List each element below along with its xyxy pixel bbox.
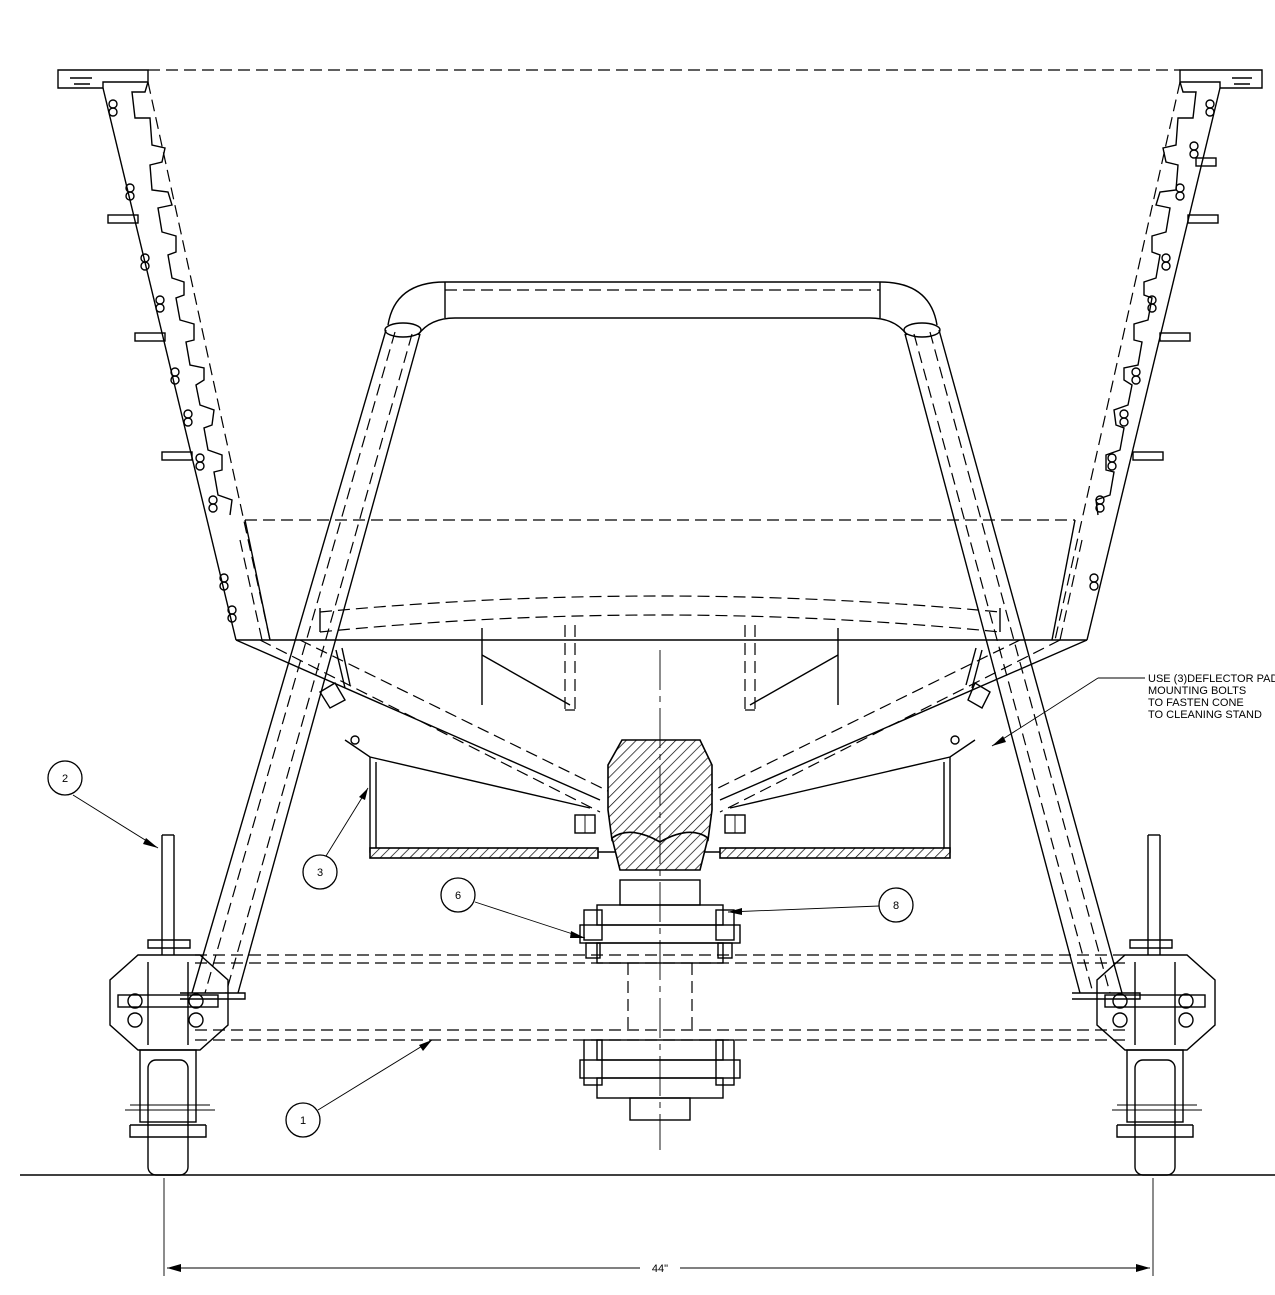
right-wall-bolts bbox=[1089, 99, 1219, 591]
note-line-4: TO CLEANING STAND bbox=[1148, 709, 1262, 721]
deflector-bolt-left bbox=[319, 647, 360, 745]
callout-6: 6 bbox=[440, 877, 586, 939]
left-caster bbox=[109, 834, 229, 1176]
right-caster bbox=[1096, 834, 1216, 1176]
note-line-3: TO FASTEN CONE bbox=[1148, 697, 1244, 709]
note-line-2: MOUNTING BOLTS bbox=[1148, 685, 1246, 697]
tube-frame bbox=[180, 281, 1141, 1041]
lower-hub-assembly bbox=[579, 879, 741, 1121]
callout-8-label: 8 bbox=[893, 900, 899, 912]
callout-8: 8 bbox=[727, 887, 914, 923]
callout-1-label: 1 bbox=[300, 1115, 306, 1127]
callout-1: 1 bbox=[285, 1039, 433, 1138]
callout-3: 3 bbox=[302, 787, 369, 890]
deflector-pan bbox=[319, 647, 991, 871]
deflector-bolt-right bbox=[950, 647, 991, 745]
left-wall-bolts bbox=[107, 99, 237, 623]
overall-width-dimension: 44" bbox=[163, 1178, 1154, 1276]
callout-6-label: 6 bbox=[455, 890, 461, 902]
dimension-label: 44" bbox=[652, 1263, 668, 1275]
cone-hopper bbox=[57, 69, 1263, 813]
callout-2-label: 2 bbox=[62, 773, 68, 785]
callout-2: 2 bbox=[47, 760, 159, 849]
note-line-1: USE (3)DEFLECTOR PAD bbox=[1148, 673, 1275, 685]
mounting-note: USE (3)DEFLECTOR PAD MOUNTING BOLTS TO F… bbox=[991, 673, 1275, 747]
callout-3-label: 3 bbox=[317, 867, 323, 879]
